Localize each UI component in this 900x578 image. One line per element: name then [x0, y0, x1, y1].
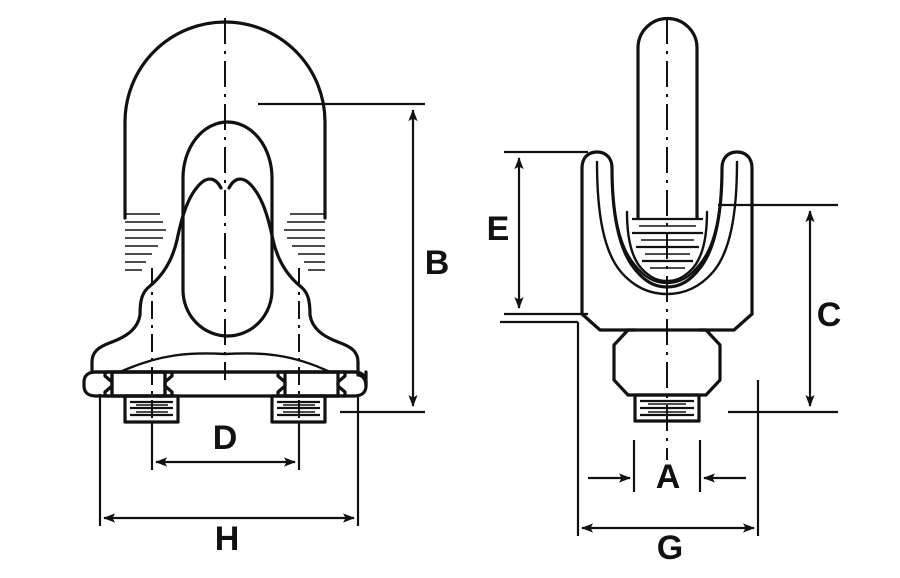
front-ubolt-inner — [181, 120, 274, 338]
side-saddle-inner-right — [665, 160, 739, 296]
front-saddle-body-left — [90, 313, 142, 374]
front-saddle-right-horn — [227, 177, 312, 317]
front-thread-left — [125, 213, 166, 271]
side-saddle-base-right — [697, 312, 754, 332]
front-view-dimensions: B D H — [98, 102, 450, 558]
side-saddle-groove-left — [610, 163, 669, 285]
dim-H-label: H — [215, 520, 240, 558]
side-saddle-groove-right — [665, 163, 724, 285]
side-saddle-inner-left — [595, 160, 669, 296]
dim-E-label: E — [487, 210, 510, 248]
front-nut-band-outer — [82, 370, 368, 398]
side-view — [580, 16, 754, 460]
front-saddle-body-right — [308, 313, 360, 374]
dim-D-label: D — [213, 419, 238, 457]
front-saddle-left-horn — [138, 177, 223, 317]
front-thread-right — [284, 213, 325, 271]
side-saddle-base-left — [580, 312, 637, 332]
dim-G-label: G — [657, 529, 683, 567]
dim-A-label: A — [656, 458, 681, 496]
dim-C-label: C — [817, 296, 842, 334]
side-view-dimensions: E C A G — [487, 150, 842, 567]
dim-B-label: B — [425, 244, 450, 282]
